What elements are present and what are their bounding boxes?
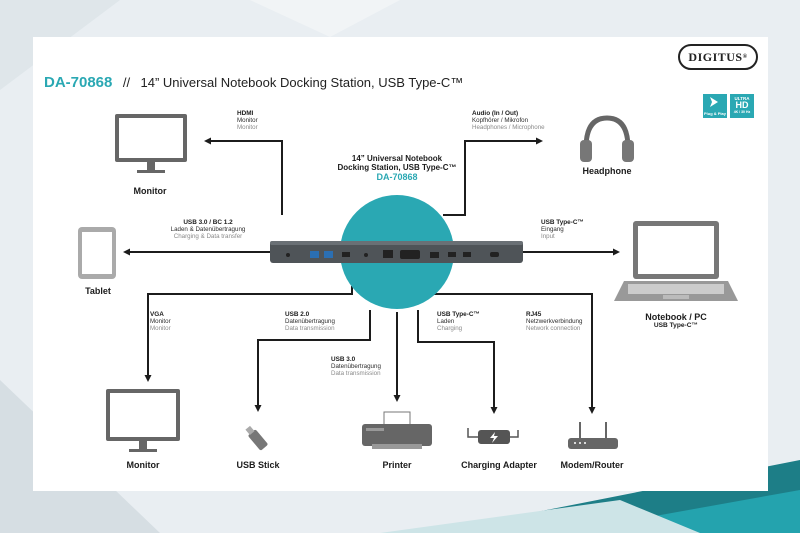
printer-label: Printer (382, 460, 412, 470)
title-separator: // (122, 75, 131, 90)
uhd-line1: ULTRA (734, 96, 750, 101)
hdmi-arrow (204, 137, 283, 215)
usb3-label: USB 3.0 Datenübertragung Data transmissi… (331, 356, 381, 378)
usbc-charge-title: USB Type-C™ (437, 311, 480, 318)
monitor-bottom-icon (106, 389, 180, 452)
charging-adapter-label: Charging Adapter (461, 460, 537, 470)
usbc-charge-arrow (417, 310, 498, 414)
vga-title: VGA (150, 311, 164, 318)
center-label: 14” Universal Notebook Docking Station, … (300, 154, 494, 183)
usbc-charge-de: Laden (437, 318, 455, 326)
usbc-charge-label: USB Type-C™ Laden Charging (437, 311, 480, 333)
product-code: DA-70868 (44, 74, 113, 91)
notebook-subtitle: USB Type-C™ (653, 322, 699, 330)
hdmi-en: Monitor (237, 124, 258, 132)
tablet-label: Tablet (85, 286, 111, 296)
monitor-bottom-label: Monitor (126, 460, 160, 470)
usb3-de: Datenübertragung (331, 363, 381, 371)
vga-de: Monitor (150, 318, 171, 326)
rj45-label: RJ45 Netzwerkverbindung Network connecti… (526, 311, 582, 333)
audio-arrow (443, 137, 543, 216)
usbc-input-label: USB Type-C™ Eingang Input (541, 219, 584, 241)
usb2-en: Data transmission (285, 325, 335, 333)
plug-arrow-icon (710, 97, 718, 107)
notebook-label: Notebook / PC USB Type-C™ (626, 312, 726, 330)
center-line1: 14” Universal Notebook (351, 154, 443, 163)
hdmi-de: Monitor (237, 117, 258, 125)
usbc-charge-en: Charging (437, 325, 463, 333)
router-label: Modem/Router (560, 460, 624, 470)
tablet-icon (78, 227, 116, 279)
usb-stick-label: USB Stick (236, 460, 280, 470)
audio-title: Audio (In / Out) (472, 110, 519, 117)
vga-en: Monitor (150, 325, 171, 333)
uhd-badge: ULTRA HD 4K / 30 Hz (730, 94, 754, 118)
rj45-title: RJ45 (526, 311, 542, 318)
docking-station-icon (270, 241, 523, 263)
rj45-de: Netzwerkverbindung (526, 318, 583, 326)
audio-label: Audio (In / Out) Kopfhörer / Mikrofon He… (472, 110, 545, 132)
usb3-bc-en: Charging & Data transfer (173, 233, 243, 241)
usbc-input-title: USB Type-C™ (541, 219, 584, 226)
notebook-icon (614, 221, 738, 301)
printer-icon (362, 411, 432, 449)
center-code: DA-70868 (376, 172, 418, 183)
headphone-label: Headphone (582, 166, 632, 176)
usbc-input-en: Input (541, 233, 555, 241)
logo-text: DIGITUS (688, 49, 743, 64)
usb3-bc-de: Laden & Datenübertragung (170, 226, 246, 234)
logo-mark: ® (742, 54, 748, 60)
usb2-title: USB 2.0 (285, 311, 310, 318)
hdmi-title: HDMI (237, 110, 254, 117)
usb2-label: USB 2.0 Datenübertragung Data transmissi… (285, 311, 335, 333)
usbc-input-de: Eingang (541, 226, 564, 234)
monitor-top-icon (115, 114, 187, 173)
digitus-logo: DIGITUS® (678, 44, 758, 70)
usb2-arrow (254, 310, 371, 412)
charging-adapter-icon (467, 428, 519, 444)
uhd-line2: HD (735, 100, 749, 110)
usb3-title: USB 3.0 (331, 356, 356, 363)
vga-label: VGA Monitor Monitor (150, 311, 171, 333)
headphone-icon (580, 115, 634, 162)
audio-de: Kopfhörer / Mikrofon (472, 117, 529, 125)
usb3-bc-title: USB 3.0 / BC 1.2 (183, 219, 233, 226)
notebook-title: Notebook / PC (645, 312, 707, 322)
rj45-en: Network connection (526, 325, 581, 333)
center-line2: Docking Station, USB Type-C™ (337, 163, 457, 173)
hdmi-label: HDMI Monitor Monitor (237, 110, 258, 132)
monitor-top-label: Monitor (133, 186, 167, 196)
usb3-bc-label: USB 3.0 / BC 1.2 Laden & Datenübertragun… (158, 219, 258, 241)
rj45-arrow (427, 286, 596, 414)
usb2-de: Datenübertragung (285, 318, 335, 326)
plug-play-badge: Plug & Play (703, 94, 727, 118)
page-title: DA-70868 // 14” Universal Notebook Docki… (44, 74, 463, 92)
usb-stick-icon (245, 425, 268, 451)
title-text: 14” Universal Notebook Docking Station, … (140, 75, 464, 90)
vga-arrow (144, 286, 353, 382)
plug-play-label: Plug & Play (703, 111, 726, 116)
router-icon (568, 422, 618, 449)
usb3-en: Data transmission (331, 370, 381, 378)
uhd-line3: 4K / 30 Hz (733, 110, 751, 114)
audio-en: Headphones / Microphone (472, 124, 545, 132)
